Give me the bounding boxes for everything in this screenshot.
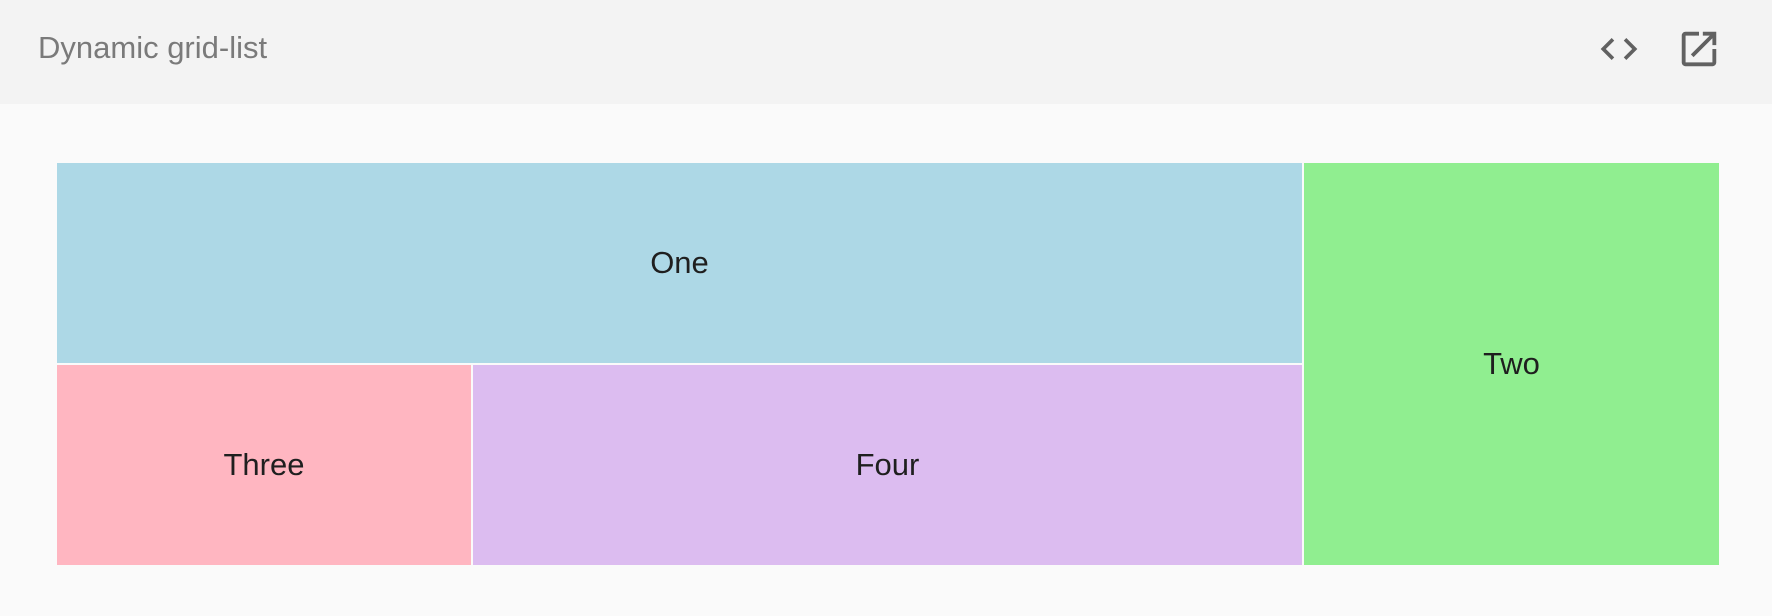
open-in-new-icon xyxy=(1681,31,1717,67)
grid-tile-label: Two xyxy=(1483,346,1540,381)
grid-tile-three: Three xyxy=(57,365,471,565)
example-title: Dynamic grid-list xyxy=(38,30,268,65)
example-header: Dynamic grid-list xyxy=(0,0,1772,104)
grid-tile-label: Three xyxy=(223,447,305,482)
open-in-new-button[interactable] xyxy=(1676,26,1722,72)
grid-tile-label: Four xyxy=(855,447,920,482)
grid-tile-two: Two xyxy=(1304,163,1719,565)
grid-tile-one: One xyxy=(57,163,1302,363)
grid-list: One Two Three Four xyxy=(57,163,1719,565)
view-source-button[interactable] xyxy=(1596,26,1642,72)
grid-tile-four: Four xyxy=(473,365,1302,565)
grid-tile-label: One xyxy=(650,245,709,280)
code-icon xyxy=(1600,38,1638,60)
example-body: One Two Three Four xyxy=(0,104,1772,616)
